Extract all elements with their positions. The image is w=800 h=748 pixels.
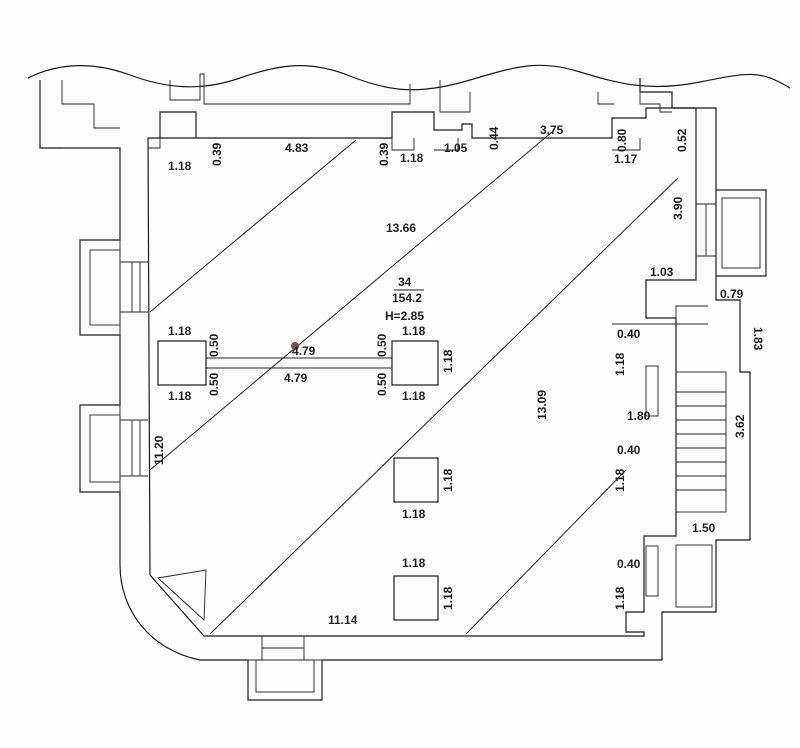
dim-label: 1.18 [168, 159, 192, 173]
window-right-upper [696, 189, 767, 277]
dim-label: 4.79 [284, 371, 308, 385]
inner-wall [147, 107, 697, 637]
dim-label: 1.17 [614, 152, 638, 166]
dim-label: 1.18 [168, 324, 192, 338]
window-left-lower [79, 404, 148, 493]
dim-label: 1.18 [402, 389, 426, 403]
dim-label: 1.18 [402, 507, 426, 521]
dim-label: 1.50 [692, 521, 716, 535]
corner-triangle [157, 569, 207, 621]
dim-label: 0.50 [207, 372, 221, 396]
dim-label: 1.18 [613, 586, 627, 610]
dim-label: 0.39 [377, 142, 391, 166]
column-3 [393, 457, 439, 503]
column-2 [391, 340, 439, 386]
dim-label: 1.80 [627, 409, 651, 423]
dim-label: 0.80 [615, 128, 629, 152]
dim-label: 1.03 [650, 265, 674, 279]
dim-label: 13.09 [535, 390, 549, 420]
window-right-small [645, 365, 713, 608]
dim-label: 11.14 [328, 613, 358, 627]
dim-label: 1.18 [441, 586, 455, 610]
dim-label: 0.79 [720, 287, 744, 301]
dim-label: 0.50 [207, 333, 221, 357]
marker-dot [291, 342, 299, 350]
dim-label: 0.40 [617, 327, 641, 341]
dim-label: 1.18 [402, 556, 426, 570]
column-4 [393, 575, 439, 621]
dim-label: 0.52 [675, 128, 689, 152]
dim-label: 1.18 [441, 349, 455, 373]
inner-offsets [148, 138, 708, 537]
dim-label: 1.18 [400, 151, 424, 165]
dim-label: 1.83 [751, 327, 765, 351]
dim-label: 1.18 [613, 352, 627, 376]
dim-label: 0.40 [617, 443, 641, 457]
dim-label: 0.50 [375, 372, 389, 396]
dimension-labels: 1.18 0.39 4.83 0.39 1.18 1.05 0.44 3.75 … [152, 123, 765, 627]
dim-label: 0.50 [375, 333, 389, 357]
dim-label: 1.18 [402, 324, 426, 338]
room-number: 34 [398, 275, 412, 289]
area-hatch [149, 131, 679, 635]
room-height: H=2.85 [385, 309, 424, 323]
room-label: 34 154.2 H=2.85 [385, 275, 424, 323]
dim-label: 13.66 [386, 221, 416, 235]
dim-label: 3.90 [671, 196, 685, 220]
staircase [675, 371, 727, 513]
break-line [27, 64, 791, 91]
dim-label: 4.79 [292, 344, 316, 358]
column-1 [157, 340, 207, 386]
dim-label: 0.39 [210, 142, 224, 166]
dim-label: 0.44 [487, 126, 501, 150]
window-bottom [247, 636, 323, 701]
outer-notches [61, 73, 672, 149]
dim-label: 1.18 [613, 468, 627, 492]
room-area: 154.2 [392, 291, 422, 305]
dim-label: 1.18 [441, 468, 455, 492]
dim-label: 1.05 [444, 141, 468, 155]
dim-label: 11.20 [152, 435, 166, 465]
beam [206, 357, 392, 369]
dim-label: 3.62 [733, 414, 747, 438]
dim-label: 3.75 [540, 123, 564, 137]
dim-label: 1.18 [168, 389, 192, 403]
window-left-upper [79, 239, 148, 336]
dim-label: 0.40 [617, 557, 641, 571]
dim-label: 4.83 [285, 141, 309, 155]
